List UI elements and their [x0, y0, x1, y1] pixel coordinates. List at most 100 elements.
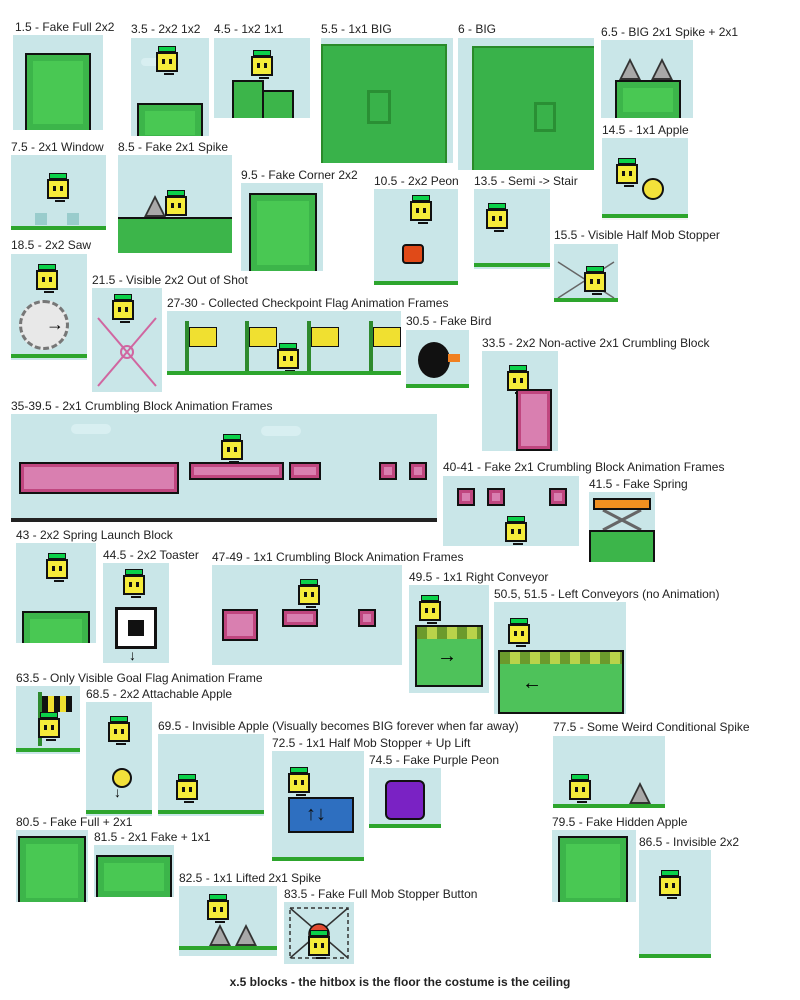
checkpoint-flag-icon	[189, 327, 217, 347]
player-character	[207, 894, 229, 923]
scene-crumbling-frames	[11, 414, 437, 522]
player-character	[47, 173, 69, 202]
scene-2x1-fake-1x1	[94, 845, 174, 897]
scene-1x2-1x1	[214, 38, 310, 118]
scene-goal-flag	[16, 686, 80, 754]
crumbling-block	[457, 488, 475, 506]
saw-icon	[19, 300, 69, 350]
label-fake-purple-peon: 74.5 - Fake Purple Peon	[369, 753, 500, 767]
scene-fake-full-2x2	[13, 35, 103, 130]
arrow-left-icon: ←	[522, 672, 542, 694]
scene-crumbling-2x2	[482, 351, 558, 451]
player-character	[569, 774, 591, 803]
player-character	[505, 516, 527, 545]
spike	[144, 195, 166, 217]
crumbling-block	[282, 609, 318, 627]
label-invisible-2x2: 86.5 - Invisible 2x2	[639, 835, 740, 849]
scene-fake-spring	[589, 492, 655, 562]
label-out-of-shot: 21.5 - Visible 2x2 Out of Shot	[92, 273, 248, 287]
player-character	[176, 774, 198, 803]
label-fake-corner-2x2: 9.5 - Fake Corner 2x2	[241, 168, 358, 182]
bird-enemy	[418, 342, 450, 378]
green-block	[96, 855, 172, 897]
label-fake-spring: 41.5 - Fake Spring	[589, 477, 688, 491]
spike	[651, 58, 673, 80]
label-attachable-apple: 68.5 - 2x2 Attachable Apple	[86, 687, 233, 701]
label-big: 6 - BIG	[458, 22, 497, 36]
green-block	[232, 80, 264, 118]
player-character	[508, 618, 530, 647]
peon-enemy	[402, 244, 424, 264]
label-2x2-1x2: 3.5 - 2x2 1x2	[131, 22, 201, 36]
spike	[209, 924, 231, 946]
player-character	[410, 195, 432, 224]
player-character	[165, 190, 187, 219]
arrows-updown-icon: ↑↓	[306, 803, 326, 825]
label-1x2-1x1: 4.5 - 1x2 1x1	[214, 22, 284, 36]
label-toaster: 44.5 - 2x2 Toaster	[103, 548, 199, 562]
scene-2x1-window	[11, 155, 106, 230]
scene-1x1-apple	[602, 138, 688, 220]
scene-2x2-saw: →	[11, 254, 87, 360]
label-fake-full-2x1: 80.5 - Fake Full + 2x1	[16, 815, 133, 829]
checkpoint-flag-icon	[311, 327, 339, 347]
left-conveyor-block: ←	[498, 650, 624, 714]
label-1x1-apple: 14.5 - 1x1 Apple	[602, 123, 689, 137]
purple-peon-enemy	[385, 780, 425, 820]
scene-lifted-spike	[179, 886, 277, 956]
green-block	[558, 836, 628, 902]
scene-weird-spike	[553, 736, 665, 808]
label-1x1-crumbling-frames: 47-49 - 1x1 Crumbling Block Animation Fr…	[212, 550, 464, 564]
crumbling-block	[289, 462, 321, 480]
scene-big-spike	[601, 40, 693, 118]
arrow-right-icon: →	[46, 314, 64, 334]
green-block	[137, 103, 203, 136]
green-block	[262, 90, 294, 118]
label-lifted-spike: 82.5 - 1x1 Lifted 2x1 Spike	[179, 871, 322, 885]
crumbling-block	[358, 609, 376, 627]
player-character	[616, 158, 638, 187]
player-character	[659, 870, 681, 899]
label-fake-crumbling-frames: 40-41 - Fake 2x1 Crumbling Block Animati…	[443, 460, 725, 474]
green-block	[615, 80, 681, 118]
crumbling-block	[549, 488, 567, 506]
player-character	[112, 294, 134, 323]
arrow-down-icon: ↓	[114, 784, 121, 800]
arrow-down-icon: ↓	[129, 647, 136, 663]
label-half-mob-stopper-lift: 72.5 - 1x1 Half Mob Stopper + Up Lift	[272, 736, 471, 750]
crumbling-block	[487, 488, 505, 506]
spring-icon	[593, 498, 651, 510]
scene-invisible-apple	[158, 734, 264, 816]
checkpoint-flag-icon	[249, 327, 277, 347]
green-block	[472, 46, 594, 170]
scene-out-of-shot	[92, 288, 162, 392]
label-2x2-peon: 10.5 - 2x2 Peon	[374, 174, 459, 188]
label-goal-flag: 63.5 - Only Visible Goal Flag Animation …	[16, 671, 263, 685]
label-2x1-fake-1x1: 81.5 - 2x1 Fake + 1x1	[94, 830, 211, 844]
scene-fake-2x1-spike	[118, 155, 232, 253]
label-half-mob-stopper: 15.5 - Visible Half Mob Stopper	[554, 228, 720, 242]
player-character	[308, 930, 330, 959]
crumbling-block	[189, 462, 284, 480]
page-caption: x.5 blocks - the hitbox is the floor the…	[229, 975, 571, 989]
label-left-conveyors: 50.5, 51.5 - Left Conveyors (no Animatio…	[494, 587, 720, 601]
player-character	[46, 553, 68, 582]
label-2x2-saw: 18.5 - 2x2 Saw	[11, 238, 92, 252]
label-fake-2x1-spike: 8.5 - Fake 2x1 Spike	[118, 140, 229, 154]
label-big-2x1-spike: 6.5 - BIG 2x1 Spike + 2x1	[601, 25, 739, 39]
scene-spring-launch	[16, 543, 96, 643]
scene-mob-stopper-lift: ↑↓	[272, 751, 364, 861]
goal-flag-icon	[42, 696, 72, 712]
label-crumbling-2x1-frames: 35-39.5 - 2x1 Crumbling Block Animation …	[11, 399, 273, 413]
scene-half-mob-stopper	[554, 244, 618, 302]
scene-fake-hidden-apple	[552, 830, 636, 902]
green-block	[25, 53, 91, 130]
scene-fake-crumbling	[443, 476, 579, 546]
label-fake-hidden-apple: 79.5 - Fake Hidden Apple	[552, 815, 688, 829]
scene-checkpoint-flags	[167, 311, 401, 375]
player-character	[36, 264, 58, 293]
crumbling-block	[19, 462, 179, 494]
scene-toaster: ↓	[103, 563, 169, 663]
scene-fake-purple-peon	[369, 768, 441, 828]
crumbling-block	[409, 462, 427, 480]
